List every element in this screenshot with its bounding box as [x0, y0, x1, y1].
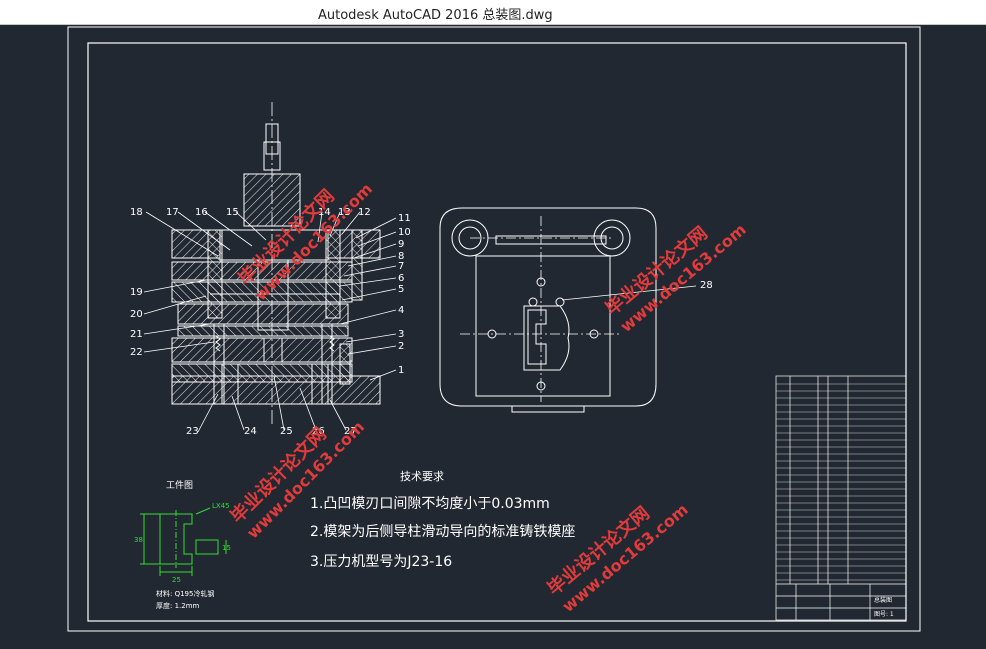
callout-7: 7	[398, 261, 404, 272]
callout-22: 22	[130, 347, 143, 358]
sheet-inner-border	[87, 42, 907, 622]
callout-20: 20	[130, 309, 143, 320]
callout-6: 6	[398, 273, 404, 284]
window-title: Autodesk AutoCAD 2016 总装图.dwg	[318, 8, 553, 23]
callout-23: 23	[186, 426, 199, 437]
callout-1: 1	[398, 365, 404, 376]
callout-2: 2	[398, 341, 404, 352]
callout-27: 27	[344, 426, 357, 437]
callout-21: 21	[130, 329, 143, 340]
parts-list-rows	[776, 383, 906, 581]
callout-10: 10	[398, 227, 411, 238]
window-titlebar: Autodesk AutoCAD 2016 总装图.dwg	[0, 0, 986, 25]
tech-req-item-3: 3.压力机型号为J23-16	[310, 554, 452, 570]
tech-req-heading: 技术要求	[400, 470, 444, 483]
callout-18: 18	[130, 207, 143, 218]
drawing-canvas[interactable]: 18 17 16 15 14 13 12 11 10 9 8 7 6 5 4 3…	[0, 24, 986, 645]
workpiece-dim-height: 38	[134, 536, 143, 544]
callout-17: 17	[166, 207, 179, 218]
tech-requirements: 技术要求 1.凸凹模刃口间隙不均度小于0.03mm 2.模架为后侧导柱滑动导向的…	[310, 470, 575, 570]
top-view	[439, 207, 697, 413]
callout-19: 19	[130, 287, 143, 298]
title-block-sheet: 图号: 1	[874, 611, 894, 618]
workpiece-material: 材料: Q195冷轧钢	[156, 589, 214, 598]
callout-3: 3	[398, 329, 404, 340]
tech-req-item-2: 2.模架为后侧导柱滑动导向的标准铸铁模座	[310, 523, 575, 540]
parts-list	[775, 375, 907, 621]
tech-req-item-1: 1.凸凹模刃口间隙不均度小于0.03mm	[310, 496, 550, 512]
workpiece-dim-width: 25	[172, 576, 181, 584]
workpiece-dim-thick: LX45	[212, 502, 230, 510]
title-block-name: 总装图	[874, 596, 892, 604]
drawing-svg[interactable]: 18 17 16 15 14 13 12 11 10 9 8 7 6 5 4 3…	[0, 24, 986, 645]
callout-12: 12	[358, 207, 371, 218]
callout-26: 26	[312, 426, 325, 437]
callout-15: 15	[226, 207, 239, 218]
callout-8: 8	[398, 251, 404, 262]
callout-4: 4	[398, 305, 404, 316]
workpiece-thickness: 厚度: 1.2mm	[156, 601, 200, 610]
workpiece-drawing: 工件图 LX45 38 25 15 材料: Q195冷轧钢 厚度: 1.2mm	[134, 479, 231, 610]
workpiece-dim-slot: 15	[222, 544, 231, 552]
workpiece-title: 工件图	[166, 479, 193, 491]
callout-11: 11	[398, 213, 411, 224]
callout-9: 9	[398, 239, 404, 250]
section-view: 18 17 16 15 14 13 12 11 10 9 8 7 6 5 4 3…	[130, 102, 411, 437]
callout-14: 14	[318, 207, 331, 218]
callout-16: 16	[195, 207, 208, 218]
sheet-outer-border	[67, 26, 921, 632]
callout-13: 13	[338, 207, 351, 218]
callout-5: 5	[398, 284, 404, 295]
callout-28: 28	[700, 280, 713, 291]
callout-24: 24	[244, 426, 257, 437]
callout-25: 25	[280, 426, 293, 437]
